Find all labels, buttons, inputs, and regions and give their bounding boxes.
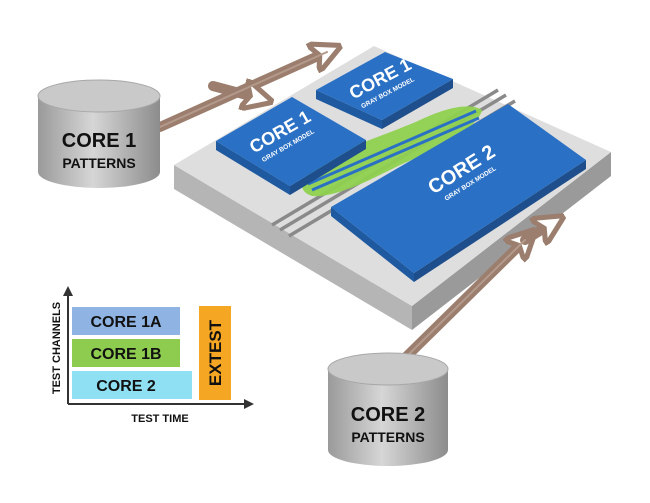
- y-axis-arrowhead: [63, 286, 73, 296]
- core1-left-block: [216, 97, 366, 195]
- core1-pattern-arrows: [155, 52, 327, 132]
- core2-cylinder-title: CORE 2: [351, 404, 425, 426]
- highlighted-lines: [307, 109, 480, 192]
- schedule-bar-extest: [199, 306, 231, 400]
- schedule-label-extest: EXTEST: [206, 319, 225, 386]
- core2-block: [331, 104, 586, 282]
- x-axis-label: TEST TIME: [131, 413, 188, 425]
- schedule-bar-core1a: [72, 307, 180, 335]
- core2-pattern-arrows: [400, 224, 551, 363]
- schedule-label-core1a: CORE 1A: [90, 314, 162, 331]
- core1-patterns-cylinder: CORE 1 PATTERNS: [37, 79, 161, 188]
- schedule-bar-core1b: [72, 339, 180, 367]
- test-schedule: CORE 1A CORE 1B CORE 2 EXTEST TEST CHANN…: [51, 286, 254, 425]
- y-axis-label: TEST CHANNELS: [51, 302, 63, 394]
- core1-cylinder-subtitle: PATTERNS: [62, 155, 135, 171]
- core1-cylinder-title: CORE 1: [62, 130, 136, 152]
- schedule-label-core2: CORE 2: [96, 378, 156, 395]
- schedule-axes: [67, 292, 248, 405]
- core2-patterns-cylinder: CORE 2 PATTERNS: [327, 352, 449, 466]
- schedule-label-core1b: CORE 1B: [90, 346, 161, 363]
- core1-right-block: [316, 52, 453, 129]
- core2-cylinder-subtitle: PATTERNS: [351, 429, 424, 445]
- schedule-bar-core2: [72, 371, 192, 399]
- x-axis-arrowhead: [244, 399, 254, 409]
